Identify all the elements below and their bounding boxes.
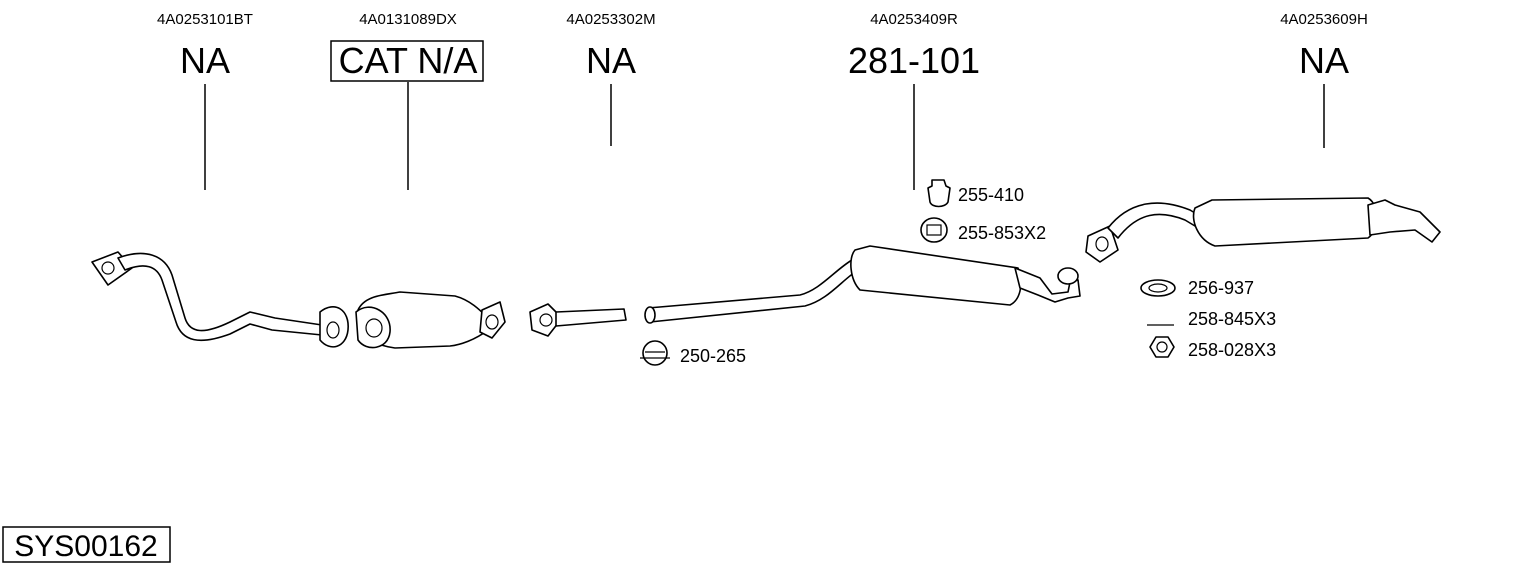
accessory-ref: 258-845X3 xyxy=(1188,309,1276,329)
part-ref: NA xyxy=(586,40,636,81)
system-id-box xyxy=(2,526,171,563)
rear-silencer-body xyxy=(1192,197,1378,247)
accessory-ref: 255-410 xyxy=(958,185,1024,205)
gasket-icon xyxy=(1140,279,1176,297)
accessory-gasket[interactable]: 256-937 xyxy=(1140,278,1254,298)
pipe-body xyxy=(117,252,323,342)
part-catalytic-converter[interactable]: 4A0131089DX CAT N/A xyxy=(330,11,506,349)
part-code: 4A0253302M xyxy=(566,11,655,28)
part-ref: NA xyxy=(180,40,230,81)
system-id-label: SYS00162 xyxy=(14,530,157,563)
part-intermediate-pipe[interactable]: 4A0253302M NA xyxy=(529,11,656,337)
ref-box xyxy=(330,40,484,82)
hanger-ring-icon xyxy=(920,217,948,243)
part-front-pipe[interactable]: 4A0253101BT NA xyxy=(91,11,349,348)
part-ref: 281-101 xyxy=(848,40,980,81)
part-code: 4A0253609H xyxy=(1280,11,1368,28)
part-middle-silencer[interactable]: 4A0253409R 281-101 xyxy=(644,11,1081,324)
part-code: 4A0253409R xyxy=(870,11,958,28)
silencer-body xyxy=(850,245,1022,306)
rubber-mount-icon xyxy=(927,179,951,208)
system-id: SYS00162 xyxy=(2,526,171,563)
part-ref: CAT N/A xyxy=(339,40,478,81)
accessory-nut[interactable]: 258-028X3 xyxy=(1149,336,1276,360)
part-rear-silencer[interactable]: 4A0253609H NA xyxy=(1085,11,1441,263)
accessory-ref: 258-028X3 xyxy=(1188,340,1276,360)
part-ref: NA xyxy=(1299,40,1349,81)
accessory-bolt[interactable]: 258-845X3 xyxy=(1147,309,1276,329)
accessory-ref: 250-265 xyxy=(680,346,746,366)
accessory-ref: 256-937 xyxy=(1188,278,1254,298)
part-code: 4A0131089DX xyxy=(359,11,457,28)
part-code: 4A0253101BT xyxy=(157,11,253,28)
clamp-icon xyxy=(640,340,670,366)
accessory-rubber-mount[interactable]: 255-410 xyxy=(927,179,1024,208)
accessory-clamp[interactable]: 250-265 xyxy=(640,340,746,366)
accessory-hanger-ring[interactable]: 255-853X2 xyxy=(920,217,1046,243)
nut-icon xyxy=(1149,336,1175,358)
accessory-ref: 255-853X2 xyxy=(958,223,1046,243)
